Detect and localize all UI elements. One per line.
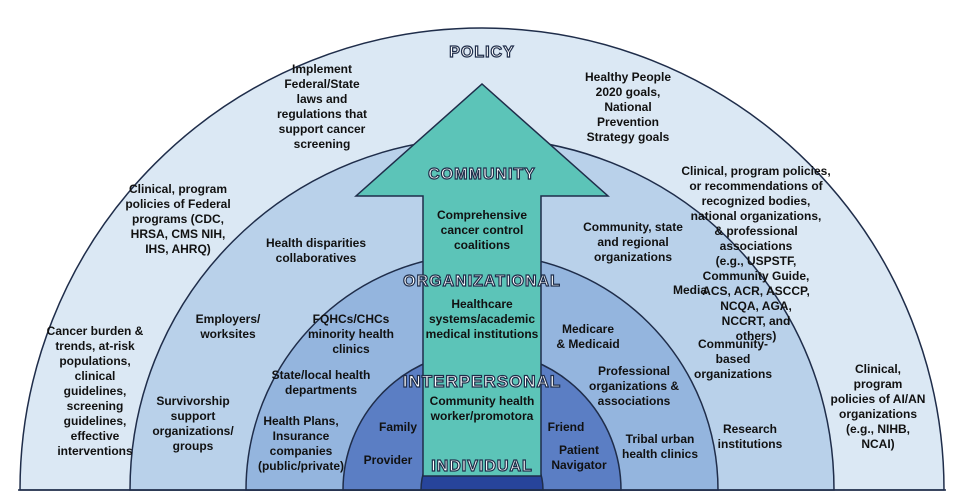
- community-regional-orgs: Community, state and regional organizati…: [583, 220, 683, 264]
- level-community: COMMUNITY: [428, 165, 536, 183]
- upward-arrow: [354, 82, 610, 477]
- community-coalitions: Comprehensive cancer control coalitions: [436, 208, 528, 252]
- community-employers: Employers/ worksites: [195, 312, 261, 341]
- interpersonal-friend: Friend: [547, 420, 585, 434]
- policy-federal-programs: Clinical, program policies of Federal pr…: [125, 182, 231, 256]
- org-healthcare-systems: Healthcare systems/academic medical inst…: [425, 297, 539, 341]
- level-organizational: ORGANIZATIONAL: [403, 272, 561, 290]
- policy-recognized-bodies: Clinical, program policies, or recommend…: [681, 164, 831, 343]
- community-research: Research institutions: [717, 422, 783, 451]
- community-health-disparities: Health disparities collaboratives: [265, 236, 367, 265]
- interpersonal-navigator: Patient Navigator: [551, 443, 607, 472]
- interpersonal-family: Family: [378, 420, 417, 434]
- org-professional-orgs: Professional organizations & association…: [588, 364, 679, 408]
- org-health-plans: Health Plans, Insurance companies (publi…: [257, 414, 344, 473]
- policy-ai-an: Clinical, program policies of AI/AN orga…: [830, 362, 926, 451]
- community-survivorship: Survivorship support organizations/ grou…: [152, 394, 234, 453]
- org-medicare: Medicare & Medicaid: [556, 322, 620, 351]
- level-interpersonal: INTERPERSONAL: [402, 371, 562, 391]
- interpersonal-provider: Provider: [363, 453, 413, 467]
- interpersonal-chw: Community health worker/promotora: [429, 394, 535, 423]
- community-based-orgs: Community- based organizations: [693, 337, 772, 381]
- policy-implement-laws: Implement Federal/State laws and regulat…: [276, 62, 367, 151]
- org-tribal: Tribal urban health clinics: [621, 432, 699, 461]
- level-individual: INDIVIDUAL: [431, 457, 533, 475]
- org-fqhcs: FQHCs/CHCs minority health clinics: [307, 312, 394, 356]
- policy-cancer-burden: Cancer burden & trends, at-risk populati…: [46, 324, 144, 458]
- level-policy: POLICY: [449, 43, 515, 61]
- community-media: Media: [672, 283, 707, 297]
- org-state-local: State/local health departments: [271, 368, 371, 397]
- policy-healthy-people: Healthy People 2020 goals, National Prev…: [584, 70, 672, 144]
